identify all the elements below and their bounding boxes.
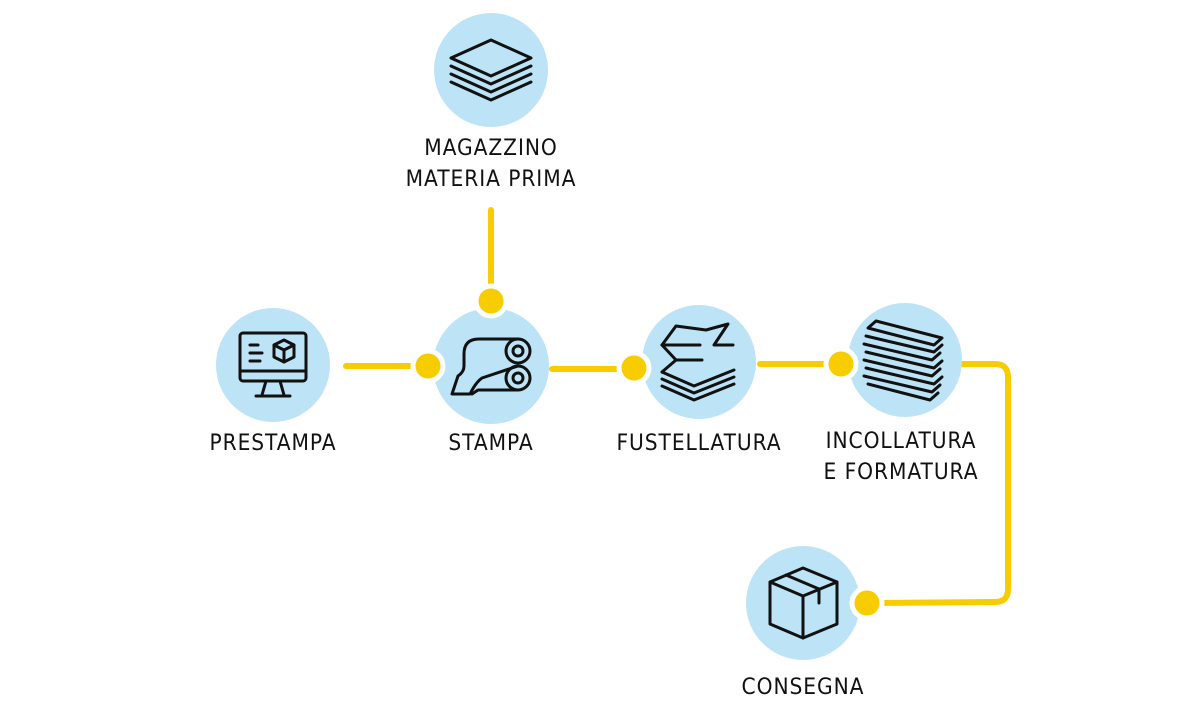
connector-incollatura-consegna <box>865 361 1011 606</box>
magazzino-label-line1: MAGAZZINO <box>424 136 558 161</box>
fustellatura-circle <box>642 305 756 419</box>
dot-stampa-left <box>410 348 446 384</box>
magazzino-circle <box>434 13 548 127</box>
box-icon <box>768 566 839 640</box>
paper-roll-icon <box>450 337 532 396</box>
dot-incollatura-left <box>823 346 859 382</box>
dot-fustellatura-left <box>616 350 652 386</box>
folded-paper-icon <box>660 322 736 402</box>
fustellatura-label: FUSTELLATURA <box>616 431 782 456</box>
incollatura-label-line1: INCOLLATURA <box>825 429 977 454</box>
dot-consegna-right <box>849 585 885 621</box>
prestampa-label: PRESTAMPA <box>209 431 337 456</box>
magazzino-label: MAGAZZINO MATERIA PRIMA <box>399 133 583 195</box>
stacked-layers-icon <box>449 38 533 102</box>
monitor-icon <box>238 331 308 398</box>
prestampa-circle <box>216 308 330 422</box>
consegna-label: CONSEGNA <box>741 675 865 700</box>
stampa-circle <box>433 308 549 424</box>
incollatura-label-line2: E FORMATURA <box>823 460 979 485</box>
incollatura-label: INCOLLATURA E FORMATURA <box>818 426 984 488</box>
dot-stampa-top <box>473 283 509 319</box>
paper-stack-icon <box>862 319 944 402</box>
magazzino-label-line2: MATERIA PRIMA <box>405 167 577 192</box>
stampa-label: STAMPA <box>448 431 534 456</box>
